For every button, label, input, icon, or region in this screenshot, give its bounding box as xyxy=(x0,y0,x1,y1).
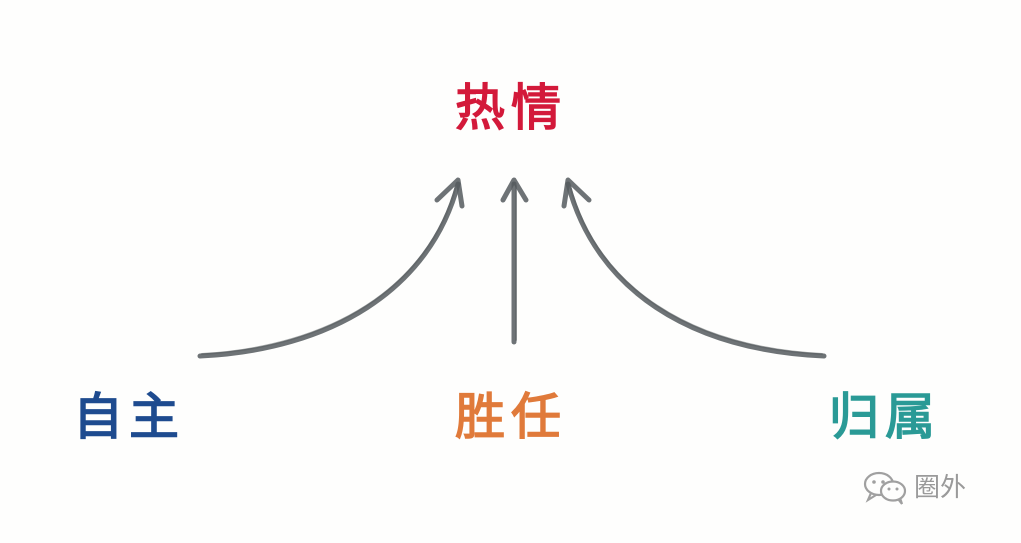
arrow-left-to-top xyxy=(197,177,465,359)
watermark: 圈外 xyxy=(862,470,966,506)
bottom-label-belonging: 归属 xyxy=(829,388,941,446)
top-label-passion: 热情 xyxy=(455,79,567,137)
watermark-text: 圈外 xyxy=(914,473,967,503)
arrow-middle-to-top xyxy=(500,177,529,345)
bottom-label-autonomy: 自主 xyxy=(73,388,185,446)
bottom-label-competence: 胜任 xyxy=(455,388,567,446)
wechat-icon xyxy=(862,470,908,506)
arrow-right-to-top xyxy=(561,177,827,359)
